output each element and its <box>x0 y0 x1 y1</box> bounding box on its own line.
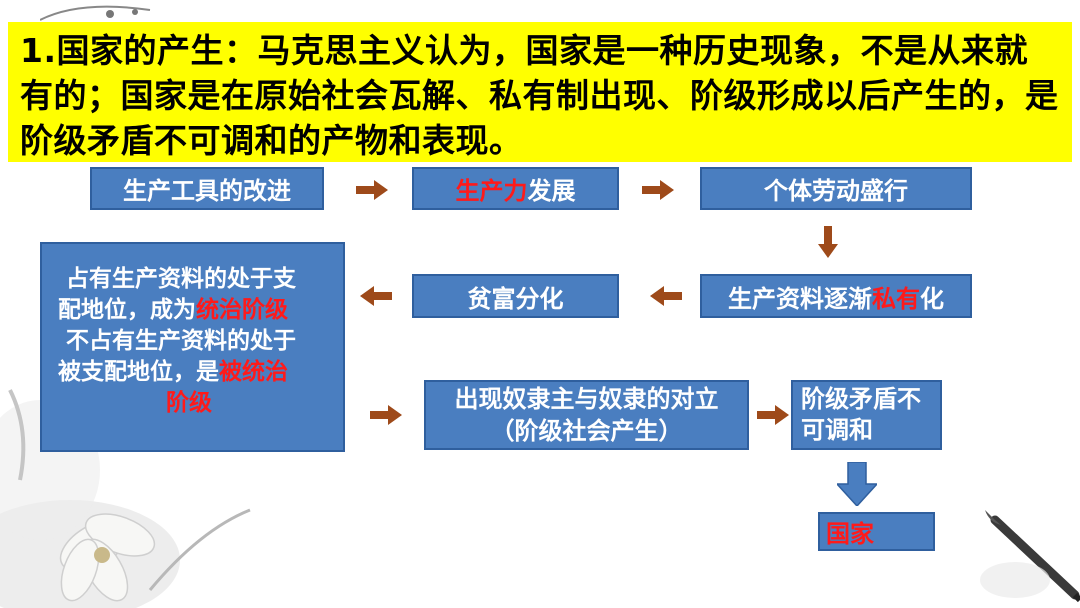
ruling-class-label: 统治阶级 <box>196 297 288 323</box>
box-class-positions: 占有生产资料的处于支 配地位，成为统治阶级 不占有生产资料的处于 被支配地位，是… <box>40 242 345 452</box>
privatization-pre: 生产资料逐渐 <box>728 284 872 313</box>
box-polarization: 贫富分化 <box>412 274 619 318</box>
arrow-left-icon <box>650 286 682 306</box>
arrow-right-icon <box>642 180 674 200</box>
brush-decoration <box>980 510 1080 603</box>
class-line-3: 不占有生产资料的处于 <box>66 328 297 354</box>
arrow-right-icon <box>370 405 402 425</box>
productivity-rest: 发展 <box>527 177 576 205</box>
class-line-4: 被支配地位，是 <box>58 359 219 385</box>
box-irreconcilable: 阶级矛盾不 可调和 <box>791 380 942 450</box>
state-label: 国家 <box>826 520 874 548</box>
ruled-class-label-end: 阶级 <box>166 390 212 416</box>
privatization-post: 化 <box>920 284 944 313</box>
box-productivity: 生产力发展 <box>412 167 619 210</box>
individual-labor-label: 个体劳动盛行 <box>764 177 908 205</box>
ruled-class-label: 被统治 <box>219 359 288 385</box>
irreconcilable-line-2: 可调和 <box>801 416 873 444</box>
slavery-line-1: 出现奴隶主与奴隶的对立 <box>454 385 719 413</box>
box-state: 国家 <box>818 512 935 551</box>
polarization-label: 贫富分化 <box>467 284 564 313</box>
class-positions-text: 占有生产资料的处于支 配地位，成为统治阶级 不占有生产资料的处于 被支配地位，是… <box>58 264 296 419</box>
box-slavery-opposition: 出现奴隶主与奴隶的对立 （阶级社会产生） <box>424 380 749 450</box>
arrow-down-icon <box>818 226 838 258</box>
box-privatization: 生产资料逐渐私有化 <box>700 274 972 318</box>
box-individual-labor: 个体劳动盛行 <box>700 167 972 210</box>
class-line-2: 配地位，成为 <box>58 297 196 323</box>
branch-decoration <box>40 5 151 21</box>
title-statement: 1.国家的产生：马克思主义认为，国家是一种历史现象，不是从来就有的；国家是在原始… <box>8 22 1072 162</box>
title-text: 1.国家的产生：马克思主义认为，国家是一种历史现象，不是从来就有的；国家是在原始… <box>20 31 1059 160</box>
productivity-label: 生产力发展 <box>456 171 576 206</box>
class-line-1: 占有生产资料的处于支 <box>66 266 297 292</box>
slavery-line-2: （阶级社会产生） <box>490 417 683 445</box>
arrow-right-icon <box>757 405 789 425</box>
irreconcilable-line-1: 阶级矛盾不 <box>801 385 921 413</box>
arrow-right-icon <box>356 180 388 200</box>
productivity-highlight: 生产力 <box>455 177 528 205</box>
arrow-left-icon <box>360 286 392 306</box>
privatization-highlight: 私有 <box>872 284 920 313</box>
tool-improvement-label: 生产工具的改进 <box>123 177 291 205</box>
arrow-down-icon <box>837 462 877 506</box>
privatization-label: 生产资料逐渐私有化 <box>728 279 944 314</box>
box-tool-improvement: 生产工具的改进 <box>90 167 324 210</box>
